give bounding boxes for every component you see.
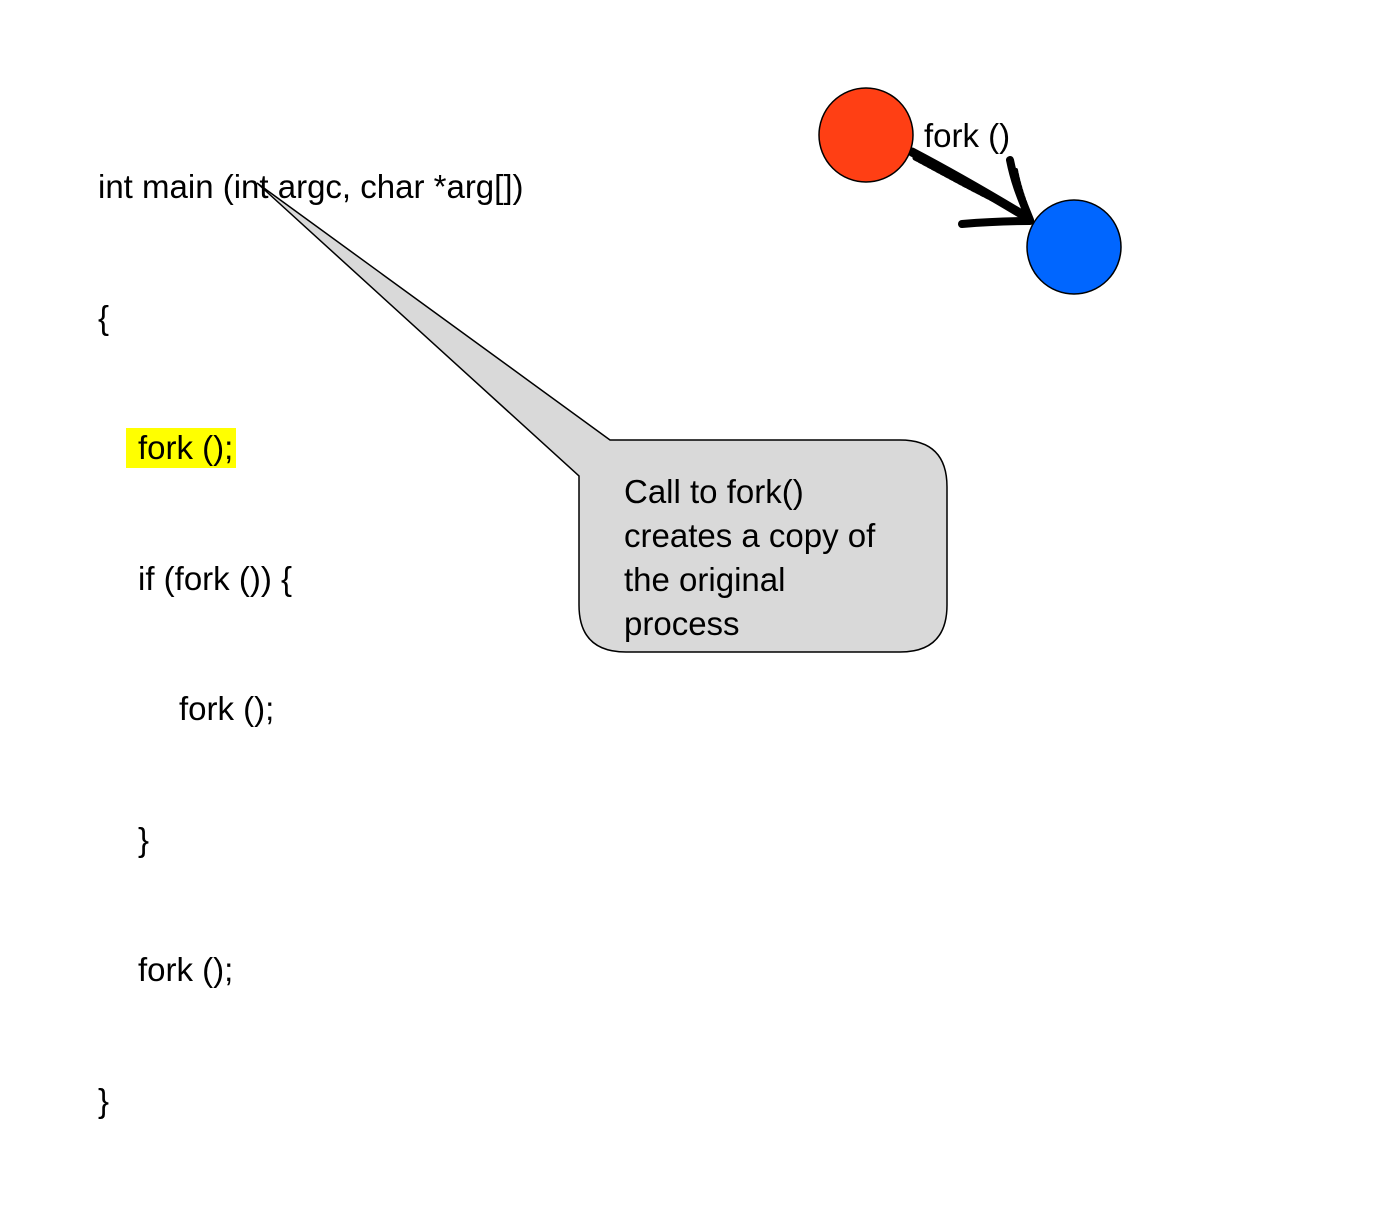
callout-text: Call to fork() creates a copy of the ori… <box>624 473 876 642</box>
slide: int main (int argc, char *arg[]) { fork … <box>98 87 1122 1119</box>
code-line-if-fork: if (fork ()) { <box>138 559 292 597</box>
code-line-highlighted-fork: fork (); <box>98 426 524 470</box>
code-line-close-if-brace: } <box>138 820 150 858</box>
fork-arrow-label: fork () <box>924 117 1011 154</box>
code-line-nested-fork: fork (); <box>179 690 275 727</box>
code-line-close-brace: } <box>98 1081 110 1119</box>
fork-arrow <box>907 147 1034 228</box>
parent-process-node <box>818 87 914 183</box>
callout-bubble <box>256 182 948 653</box>
code-line-main-signature: int main (int argc, char *arg[]) <box>98 168 524 205</box>
code-line-open-brace: { <box>98 298 110 336</box>
code-line-final-fork: fork (); <box>138 951 234 988</box>
child-process-node <box>1026 199 1122 295</box>
highlighted-fork-call: fork (); <box>126 428 237 468</box>
diagram-canvas <box>256 87 1122 653</box>
code-block: int main (int argc, char *arg[]) { fork … <box>98 78 524 1209</box>
